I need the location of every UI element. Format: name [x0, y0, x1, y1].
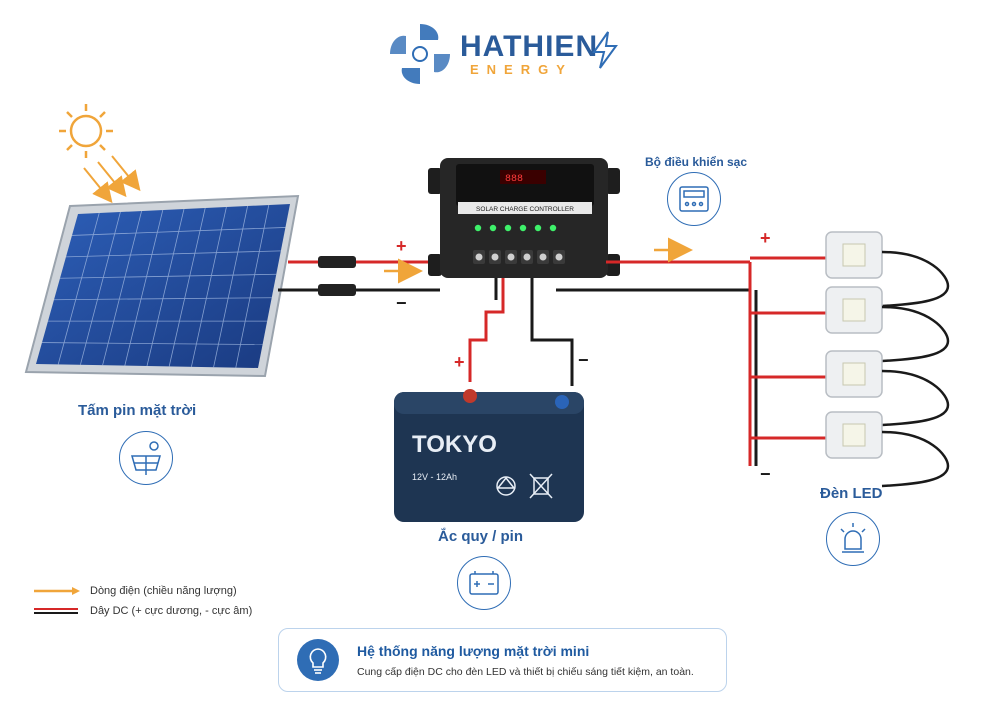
- banner-subtitle: Cung cấp điện DC cho đèn LED và thiết bị…: [357, 666, 694, 678]
- banner-title: Hệ thống năng lượng mặt trời mini: [357, 643, 590, 659]
- sign-plus-led: +: [760, 228, 771, 248]
- lightbulb-icon: [297, 639, 339, 681]
- legend-wire: Dây DC (+ cực dương, - cực âm): [34, 605, 252, 617]
- controller-icon: [667, 172, 721, 226]
- recycle-icon: [496, 476, 516, 496]
- solar-panel: [24, 194, 300, 378]
- battery-brand: TOKYO: [412, 431, 497, 458]
- sign-plus-panel: +: [396, 236, 407, 256]
- battery-spec: 12V - 12Ah: [412, 472, 457, 482]
- legend-current: Dòng điện (chiều năng lượng): [34, 585, 237, 597]
- bin-icon: [529, 473, 553, 499]
- legend-arrow-swatch: [34, 587, 80, 595]
- logo-mark-icon: [390, 24, 450, 84]
- legend-current-label: Dòng điện (chiều năng lượng): [90, 585, 237, 597]
- battery: TOKYO 12V - 12Ah: [394, 389, 584, 522]
- sign-minus-led: −: [760, 464, 771, 484]
- legend-wire-swatch: [34, 608, 78, 614]
- brand-name: HATHIEN: [460, 30, 599, 63]
- panel-wires: [278, 256, 440, 296]
- brand-subtitle: ENERGY: [470, 62, 573, 77]
- battery-icon: [457, 556, 511, 610]
- info-banner: Hệ thống năng lượng mặt trời mini Cung c…: [278, 628, 727, 692]
- svg-text:888: 888: [505, 174, 523, 185]
- legend-wire-label: Dây DC (+ cực dương, - cực âm): [90, 605, 253, 617]
- led-lamp-icon: [826, 512, 880, 566]
- controller-face-title: SOLAR CHARGE CONTROLLER: [476, 206, 574, 213]
- label-solar-panel: Tấm pin mặt trời: [78, 402, 197, 419]
- label-battery: Ắc quy / pin: [438, 528, 524, 545]
- sign-plus-battery: +: [454, 352, 465, 372]
- sun-icon: [59, 104, 113, 158]
- lightning-icon: [592, 31, 618, 69]
- sign-minus-battery: −: [578, 350, 589, 370]
- label-led: Đèn LED: [820, 485, 883, 502]
- sign-minus-panel: −: [396, 293, 407, 313]
- sun-rays-arrows: [83, 155, 141, 204]
- battery-wires: [468, 278, 574, 386]
- solar-panel-icon: [119, 431, 173, 485]
- charge-controller: 888 SOLAR CHARGE CONTROLLER: [428, 158, 620, 278]
- led-modules: [750, 231, 950, 488]
- label-charge-controller: Bộ điều khiển sạc: [645, 155, 748, 169]
